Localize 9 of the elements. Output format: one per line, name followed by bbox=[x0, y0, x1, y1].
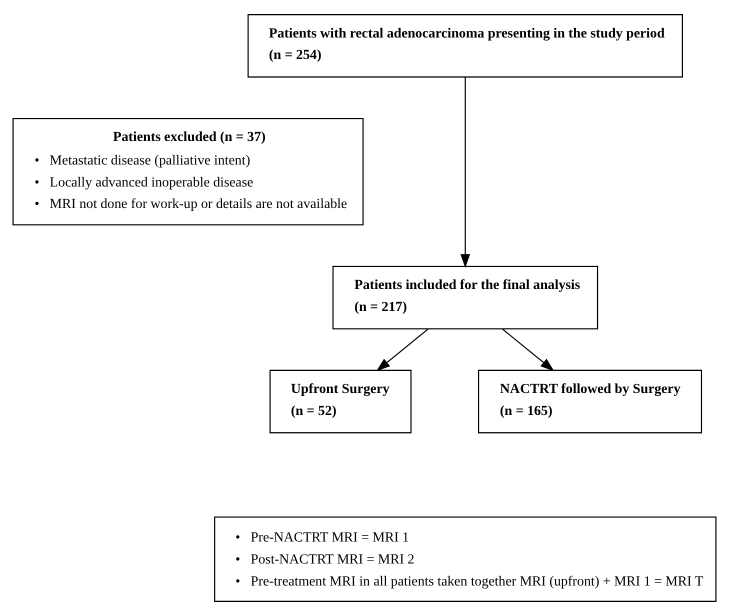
node-box: • Pre-NACTRT MRI = MRI 1 • Post-NACTRT MRI = MRI 2 • Pre-treatment MRI in all patients taken together MRI (upfront) + MRI 1 = MRI T bbox=[214, 516, 716, 602]
arrow bbox=[502, 328, 554, 371]
node-box: Patients included for the final analysis (n = 217) bbox=[332, 265, 598, 329]
arrow bbox=[460, 76, 470, 268]
node-box: Upfront Surgery (n = 52) bbox=[270, 369, 412, 433]
node-box: NACTRT followed by Surgery (n = 165) bbox=[478, 369, 702, 433]
node-box: Patients with rectal adenocarcinoma presenting in the study period (n = 254) bbox=[248, 14, 683, 78]
node-box: Patients excluded (n = 37) • Metastatic disease (palliative intent) • Locally advanced inoperable disease • MRI not done for work-up or details are not available bbox=[12, 118, 364, 225]
arrow bbox=[376, 328, 429, 371]
